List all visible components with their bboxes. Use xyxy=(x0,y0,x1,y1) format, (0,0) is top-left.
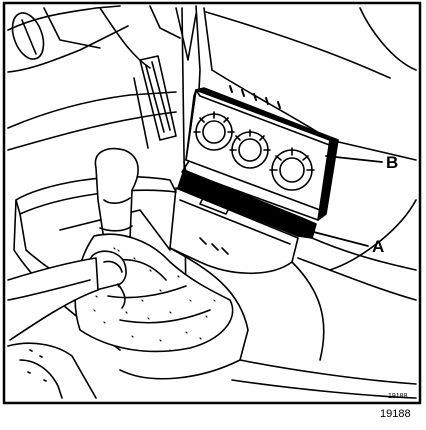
figure-number-small: 19188 xyxy=(388,393,408,400)
side-vent-slats xyxy=(133,55,177,149)
leader-lines xyxy=(305,155,383,247)
rotary-knob-right xyxy=(269,147,315,191)
leader-line-b xyxy=(325,155,383,163)
air-vent-left xyxy=(11,12,45,60)
panel-surround xyxy=(185,87,339,221)
callout-a: A xyxy=(372,237,384,256)
leader-line-a xyxy=(305,229,369,247)
forearm xyxy=(7,257,99,341)
seat-trim xyxy=(7,342,97,399)
indicator-lights xyxy=(229,85,281,109)
callout-b: B xyxy=(386,153,398,172)
dashboard-outline xyxy=(7,5,181,151)
figure-number: 19188 xyxy=(380,408,411,420)
storage-tray xyxy=(169,187,299,275)
rotary-knob-left xyxy=(193,111,235,151)
rotary-knob-center xyxy=(229,129,271,169)
boot-texture xyxy=(93,235,216,352)
console-side-right xyxy=(291,199,417,361)
trim-panel xyxy=(177,169,317,239)
lower-console xyxy=(231,359,417,399)
gear-knob xyxy=(94,147,139,241)
